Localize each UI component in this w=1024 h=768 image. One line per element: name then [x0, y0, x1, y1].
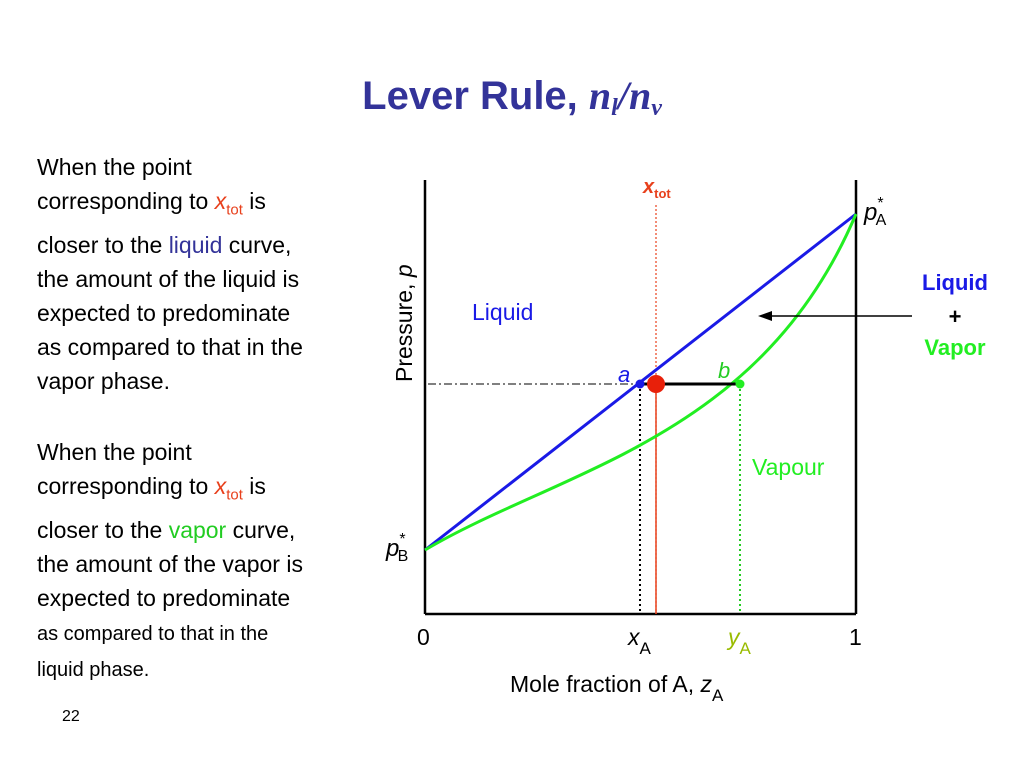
vapour-region-label: Vapour: [752, 454, 825, 480]
total-composition-point: [647, 375, 665, 393]
slide-number: 22: [62, 708, 80, 725]
point-b-label: b: [718, 358, 730, 383]
slide-title: Lever Rule, nl/nv: [0, 72, 1024, 122]
title-nv: nv: [628, 73, 662, 121]
title-nl: nl: [588, 73, 618, 121]
liquid-highlight: liquid: [168, 231, 223, 258]
xA-label: xA: [627, 624, 652, 658]
x-axis-label: Mole fraction of A, zA: [510, 671, 724, 705]
pA-label: p*A: [863, 195, 887, 229]
callout-plus: +: [949, 304, 962, 329]
xtot-label: xtot: [642, 176, 671, 201]
pB-label: p*B: [385, 531, 408, 565]
x-tot-symbol: xtot: [214, 188, 243, 219]
callout-arrowhead-icon: [758, 311, 772, 321]
paragraph-liquid: When the point corresponding to xtot is …: [37, 154, 303, 394]
vapor-highlight: vapor: [168, 516, 227, 543]
point-a-label: a: [618, 362, 630, 387]
callout-liquid: Liquid: [922, 270, 988, 295]
x-tot-symbol: xtot: [214, 473, 243, 504]
liquid-region-label: Liquid: [472, 299, 533, 325]
y-axis-label: Pressure, p: [391, 264, 417, 382]
x-tick-0: 0: [417, 624, 430, 650]
title-slash: /: [617, 73, 629, 118]
callout-vapor: Vapor: [924, 335, 986, 360]
point-a-marker: [635, 379, 645, 389]
paragraph-vapor: When the point corresponding to xtot is …: [37, 439, 303, 681]
title-text: Lever Rule,: [362, 74, 589, 118]
x-tick-1: 1: [849, 624, 862, 650]
point-b-marker: [735, 379, 745, 389]
yA-label: yA: [726, 624, 752, 658]
vapour-curve: [424, 213, 858, 552]
